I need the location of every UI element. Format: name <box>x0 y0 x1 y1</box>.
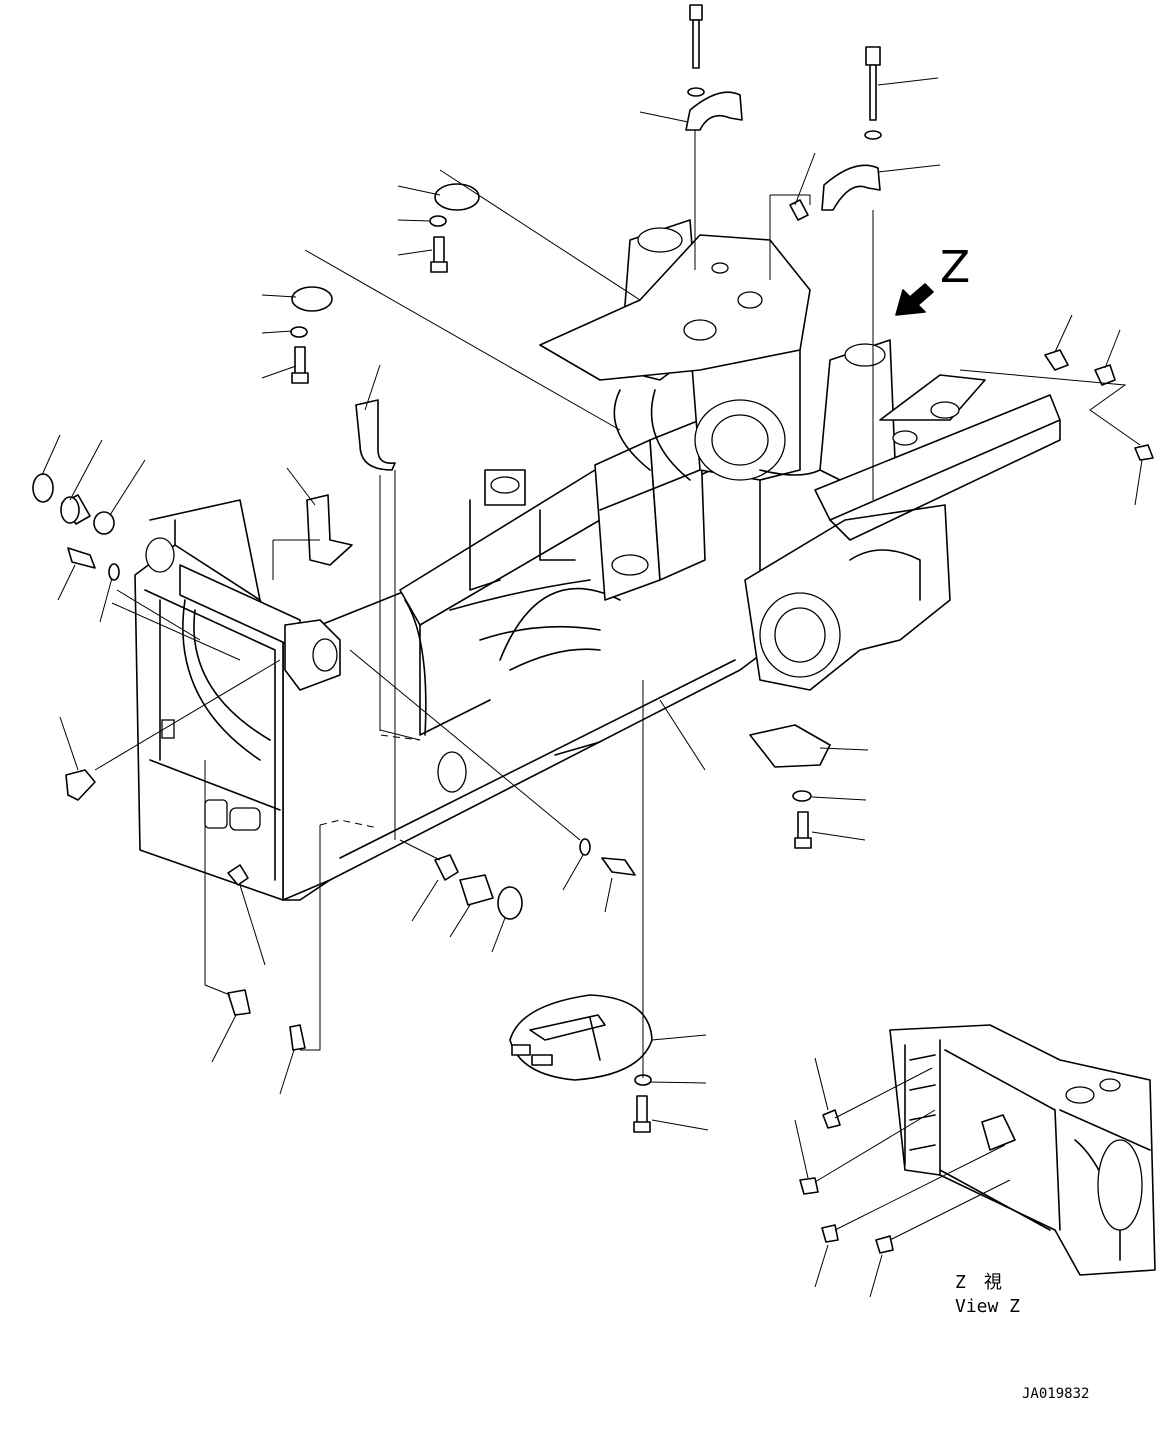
bottom-cover-plate <box>509 994 653 1133</box>
main-frame <box>134 219 1061 901</box>
leader-lines <box>41 77 1143 1131</box>
cap-bolt-left <box>685 4 743 131</box>
inset-caption-jp: Z 視 <box>955 1272 1002 1293</box>
view-arrow-label: Z <box>940 242 970 293</box>
loose-parts <box>32 4 1154 1133</box>
inset-view-z: Z 視 View Z <box>794 1024 1156 1317</box>
inset-caption-en: View Z <box>955 1296 1020 1317</box>
drawing-code: JA019832 <box>1022 1386 1089 1402</box>
cap-bolt-right <box>821 46 882 211</box>
view-z-arrow: Z <box>895 242 970 316</box>
